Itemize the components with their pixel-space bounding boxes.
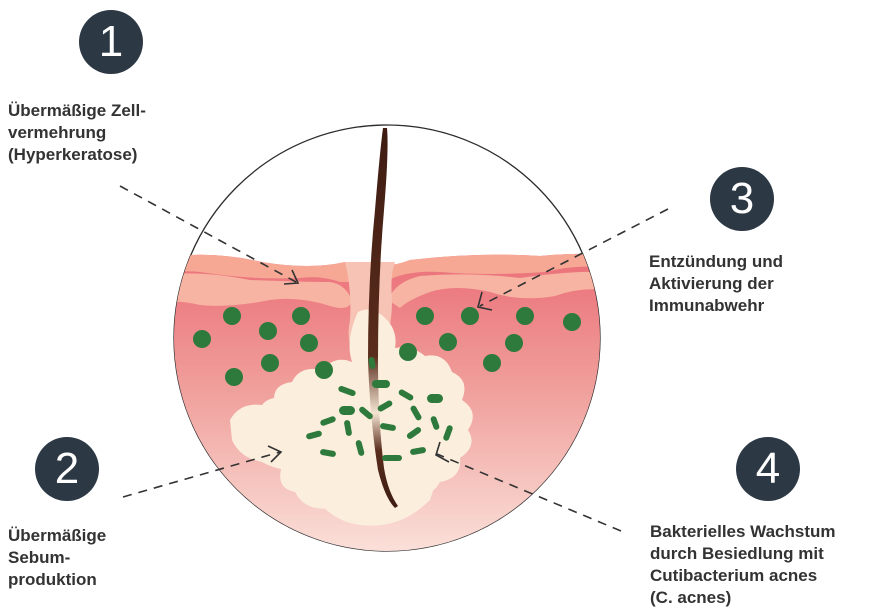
step-2-line-1: Übermäßige <box>8 525 106 547</box>
step-2-line-2: Sebum- <box>8 547 106 569</box>
step-3-line-3: Immunabwehr <box>649 295 783 317</box>
step-1-badge: 1 <box>79 10 143 74</box>
step-4-line-4: (C. acnes) <box>650 587 836 609</box>
step-1-line-2: vermehrung <box>8 122 146 144</box>
step-3-badge: 3 <box>710 167 774 231</box>
step-4-line-1: Bakterielles Wachstum <box>650 521 836 543</box>
step-3-line-1: Entzündung und <box>649 251 783 273</box>
step-4-line-3: Cutibacterium acnes <box>650 565 836 587</box>
step-2-label: Übermäßige Sebum- produktion <box>8 525 106 591</box>
step-2-line-3: produktion <box>8 569 106 591</box>
step-4-badge: 4 <box>736 437 800 501</box>
step-4-label: Bakterielles Wachstum durch Besiedlung m… <box>650 521 836 609</box>
step-4-line-2: durch Besiedlung mit <box>650 543 836 565</box>
step-3-line-2: Aktivierung der <box>649 273 783 295</box>
step-1-line-3: (Hyperkeratose) <box>8 144 146 166</box>
step-2-badge: 2 <box>35 437 99 501</box>
step-1-line-1: Übermäßige Zell- <box>8 100 146 122</box>
step-3-label: Entzündung und Aktivierung der Immunabwe… <box>649 251 783 317</box>
step-1-label: Übermäßige Zell- vermehrung (Hyperkerato… <box>8 100 146 166</box>
